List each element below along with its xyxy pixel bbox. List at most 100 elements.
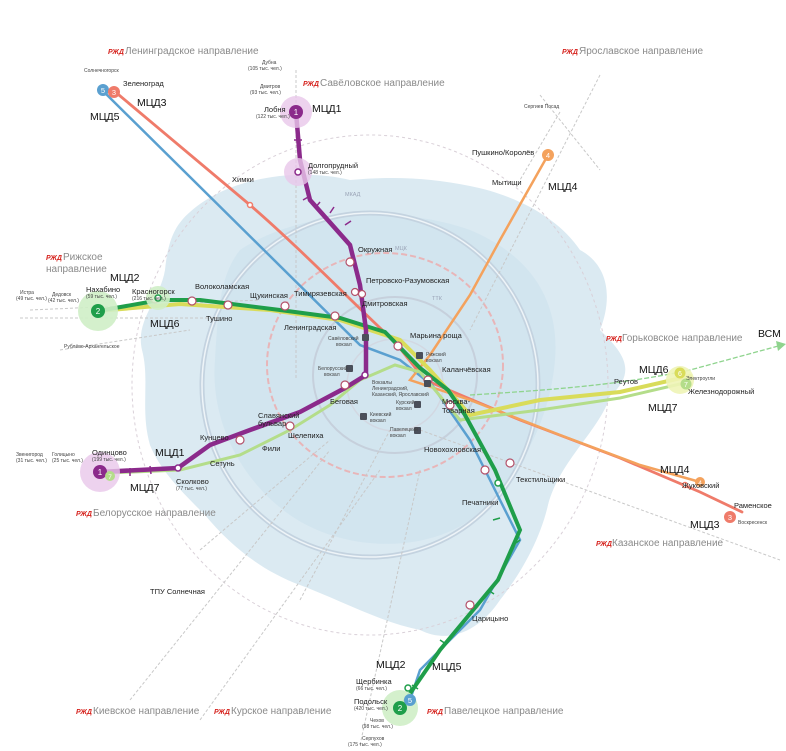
svg-text:4: 4: [546, 151, 550, 160]
mcd3-stations: [246, 201, 689, 489]
svg-text:Петровско-Разумовская: Петровско-Разумовская: [366, 276, 449, 285]
svg-text:Славянский: Славянский: [258, 411, 299, 420]
label-mcd1-north: МЦД1: [312, 103, 342, 115]
svg-text:5: 5: [408, 696, 412, 705]
svg-text:вокзал: вокзал: [336, 342, 352, 348]
svg-text:(77 тыс. чел.): (77 тыс. чел.): [176, 486, 207, 492]
label-mcd4-north: МЦД4: [548, 181, 578, 193]
svg-text:1: 1: [98, 468, 103, 477]
svg-text:Щукинская: Щукинская: [250, 291, 288, 300]
svg-text:(216 тыс. чел.): (216 тыс. чел.): [132, 296, 166, 302]
svg-text:вокзал: вокзал: [324, 372, 340, 378]
svg-text:Вокзалы: Вокзалы: [372, 380, 392, 386]
svg-text:бульвар: бульвар: [258, 419, 286, 428]
svg-text:(122 тыс. чел.): (122 тыс. чел.): [256, 114, 290, 120]
svg-text:4: 4: [698, 480, 702, 487]
direction-riga: РЖД Рижское направление: [46, 252, 107, 275]
svg-text:Казанское направление: Казанское направление: [612, 538, 724, 549]
svg-text:Мытищи: Мытищи: [492, 178, 522, 187]
svg-text:Дмитровская: Дмитровская: [362, 299, 408, 308]
svg-text:2: 2: [398, 704, 403, 713]
svg-text:ТПУ Солнечная: ТПУ Солнечная: [150, 587, 205, 596]
badge-mcd6-east: 6: [674, 367, 686, 379]
direction-belarus: РЖД Белорусское направление: [76, 508, 216, 519]
svg-text:Белорусский: Белорусский: [318, 365, 348, 372]
svg-text:Горьковское направление: Горьковское направление: [622, 333, 743, 344]
label-mcd7-west: МЦД7: [130, 482, 160, 494]
label-vsm: ВСМ: [758, 328, 781, 340]
svg-text:Товарная: Товарная: [442, 406, 475, 415]
ttk-ring: [312, 296, 478, 454]
svg-text:(105 тыс. чел.): (105 тыс. чел.): [248, 66, 282, 72]
direction-kursk: РЖД Курское направление: [214, 706, 332, 717]
svg-text:Тимирязевская: Тимирязевская: [294, 289, 347, 298]
vsm-arrow: [776, 341, 786, 351]
svg-text:Рублёво-Архангельское: Рублёво-Архангельское: [64, 344, 120, 350]
rzd-logo: РЖД: [46, 255, 62, 262]
svg-text:Дедовск: Дедовск: [52, 292, 72, 298]
svg-text:Москва-: Москва-: [442, 397, 471, 406]
svg-text:Дубна: Дубна: [262, 60, 277, 66]
svg-text:Шелепиха: Шелепиха: [288, 431, 324, 440]
svg-text:Ленинградское направление: Ленинградское направление: [125, 46, 259, 57]
rzd-logo: РЖД: [606, 336, 622, 343]
direction-yaroslavl: РЖД Ярославское направление: [562, 46, 704, 57]
svg-text:Царицыно: Царицыно: [472, 614, 508, 623]
direction-leningrad: РЖД Ленинградское направление: [108, 46, 259, 57]
svg-text:5: 5: [101, 86, 105, 95]
svg-text:Тушино: Тушино: [206, 314, 232, 323]
svg-text:Волоколамская: Волоколамская: [195, 282, 249, 291]
svg-text:(59 тыс. чел.): (59 тыс. чел.): [86, 294, 117, 300]
badge-mcd1-west: 1: [93, 465, 107, 479]
svg-text:Новохохловская: Новохохловская: [424, 445, 481, 454]
svg-text:Щербинка: Щербинка: [356, 677, 392, 686]
svg-text:Химки: Химки: [232, 175, 254, 184]
svg-text:2: 2: [96, 307, 101, 316]
svg-text:(25 тыс. чел.): (25 тыс. чел.): [52, 458, 83, 464]
svg-text:(420 тыс. чел.): (420 тыс. чел.): [354, 706, 388, 712]
badge-mcd4-north: 4: [542, 149, 554, 161]
svg-text:Сетунь: Сетунь: [210, 459, 235, 468]
svg-text:Жуковский: Жуковский: [682, 481, 719, 490]
svg-text:Лобня: Лобня: [264, 105, 286, 114]
svg-text:Долгопрудный: Долгопрудный: [308, 161, 358, 170]
svg-text:(31 тыс. чел.): (31 тыс. чел.): [16, 458, 47, 464]
svg-text:Беговая: Беговая: [330, 397, 358, 406]
svg-text:Киевский: Киевский: [370, 411, 392, 418]
svg-text:Сергиев Посад: Сергиев Посад: [524, 104, 559, 110]
svg-text:(66 тыс. чел.): (66 тыс. чел.): [356, 686, 387, 692]
svg-text:Савёловское направление: Савёловское направление: [320, 78, 445, 89]
badge-mcd3-east: 3: [724, 511, 736, 523]
rzd-logo: РЖД: [108, 49, 124, 56]
svg-text:Ленинградский,: Ленинградский,: [372, 385, 408, 392]
svg-text:Белорусское направление: Белорусское направление: [93, 508, 216, 519]
mcd1-ticks: [129, 139, 352, 476]
label-mcd3-north: МЦД3: [137, 97, 167, 109]
badge-mcd7-west: 7: [105, 471, 115, 481]
svg-text:Текстильщики: Текстильщики: [516, 475, 565, 484]
svg-text:Звенигород: Звенигород: [16, 452, 43, 458]
rzd-logo: РЖД: [427, 709, 443, 716]
svg-text:Раменское: Раменское: [734, 501, 772, 510]
direction-kiev: РЖД Киевское направление: [76, 706, 200, 717]
svg-text:Ярославское направление: Ярославское направление: [579, 46, 704, 57]
badge-mcd1-north: 1: [289, 105, 303, 119]
label-mcd6-west: МЦД6: [150, 318, 180, 330]
svg-text:Одинцово: Одинцово: [92, 448, 127, 457]
label-mcd3-east: МЦД3: [690, 519, 720, 531]
mcd4-line: [407, 153, 702, 484]
svg-text:вокзал: вокзал: [426, 358, 442, 364]
svg-text:(49 тыс. чел.): (49 тыс. чел.): [16, 296, 47, 302]
svg-text:(42 тыс. чел.): (42 тыс. чел.): [48, 298, 79, 304]
mcd1-stations: [174, 168, 369, 472]
kursky-terminal-icon: [414, 401, 421, 408]
direction-kazan: РЖД Казанское направление: [596, 538, 724, 549]
paveletsky-terminal-icon: [414, 427, 421, 434]
rzd-logo: РЖД: [76, 709, 92, 716]
svg-text:Нахабино: Нахабино: [86, 285, 120, 294]
rizhsky-terminal-icon: [416, 352, 423, 359]
svg-text:6: 6: [678, 371, 682, 378]
station-labels: Солнечногорск Зеленоград Дубна (105 тыс.…: [16, 60, 772, 748]
savelovsky-terminal-icon: [362, 334, 369, 341]
